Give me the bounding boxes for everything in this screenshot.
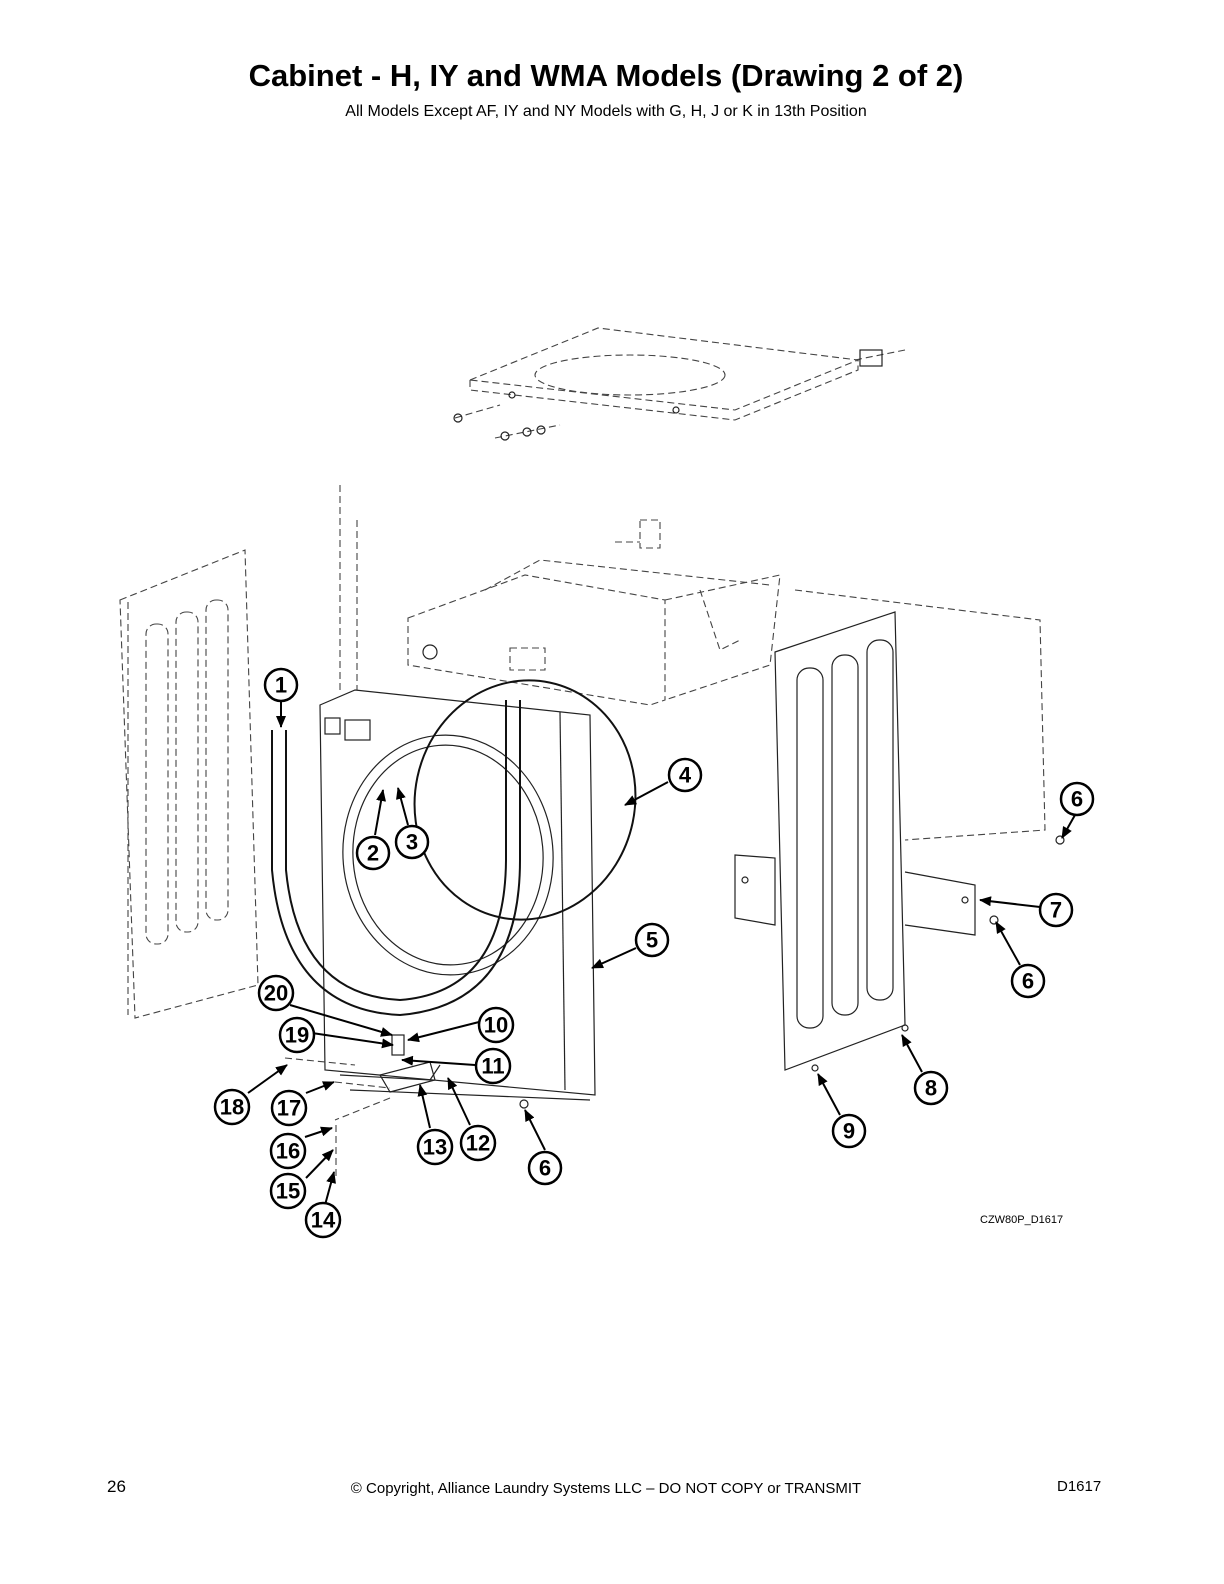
callout-label: 6 [539,1156,551,1181]
callout-14: 14 [304,1201,342,1239]
callout-label: 3 [406,830,418,855]
callout-9: 9 [831,1113,867,1149]
callout-8: 8 [913,1070,949,1106]
callout-label: 12 [466,1131,490,1156]
right-side-panel [774,589,1046,1071]
callout-20: 20 [257,974,295,1012]
callout-7: 7 [1038,892,1074,928]
door-seal [413,679,637,921]
callout-label: 4 [679,763,692,788]
callout-18: 18 [213,1088,251,1126]
callout-label: 13 [423,1135,447,1160]
callout-1: 1 [263,667,299,703]
lower-hinge-parts [284,835,1065,1180]
callout-label: 1 [275,673,287,698]
control-console [407,519,781,706]
callout-label: 7 [1050,898,1062,923]
callout-13: 13 [416,1128,454,1166]
left-side-panel [119,549,259,1019]
callout-label: 16 [276,1139,300,1164]
vertical-screws [339,485,358,690]
callout-6-top-right: 6 [1059,781,1095,817]
callout-label: 6 [1022,969,1034,994]
page-subtitle: All Models Except AF, IY and NY Models w… [345,103,867,120]
copyright-notice: © Copyright, Alliance Laundry Systems LL… [350,1480,862,1497]
callout-label: 6 [1071,787,1083,812]
callout-4: 4 [667,757,703,793]
callout-label: 15 [276,1179,300,1204]
drawing-code: CZW80P_D1617 [980,1214,1064,1226]
callout-17: 17 [270,1089,308,1127]
callout-15: 15 [269,1172,307,1210]
callout-2: 2 [355,835,391,871]
callout-19: 19 [278,1016,316,1054]
callout-3: 3 [394,824,430,860]
callout-10: 10 [477,1006,515,1044]
top-panel [453,327,906,441]
page-title: Cabinet - H, IY and WMA Models (Drawing … [248,58,964,93]
bracket [734,854,976,936]
callout-label: 17 [277,1096,301,1121]
leader-lines [247,700,1076,1206]
callout-5: 5 [634,922,670,958]
callout-16: 16 [269,1132,307,1170]
callout-label: 9 [843,1119,855,1144]
callout-label: 5 [646,928,658,953]
document-code: D1617 [1057,1478,1102,1495]
gasket [271,700,521,1017]
callout-label: 18 [220,1095,244,1120]
page-number: 26 [107,1477,126,1496]
callout-label: 2 [367,841,379,866]
callout-label: 19 [285,1023,309,1048]
front-panel [319,689,596,1101]
callout-11: 11 [474,1047,512,1085]
callout-label: 20 [264,981,288,1006]
callout-label: 14 [311,1208,336,1233]
callout-label: 8 [925,1076,937,1101]
callout-label: 11 [481,1054,504,1079]
callout-6-right: 6 [1010,963,1046,999]
callout-12: 12 [459,1124,497,1162]
callout-6-bottom: 6 [527,1150,563,1186]
callout-label: 10 [484,1013,508,1038]
